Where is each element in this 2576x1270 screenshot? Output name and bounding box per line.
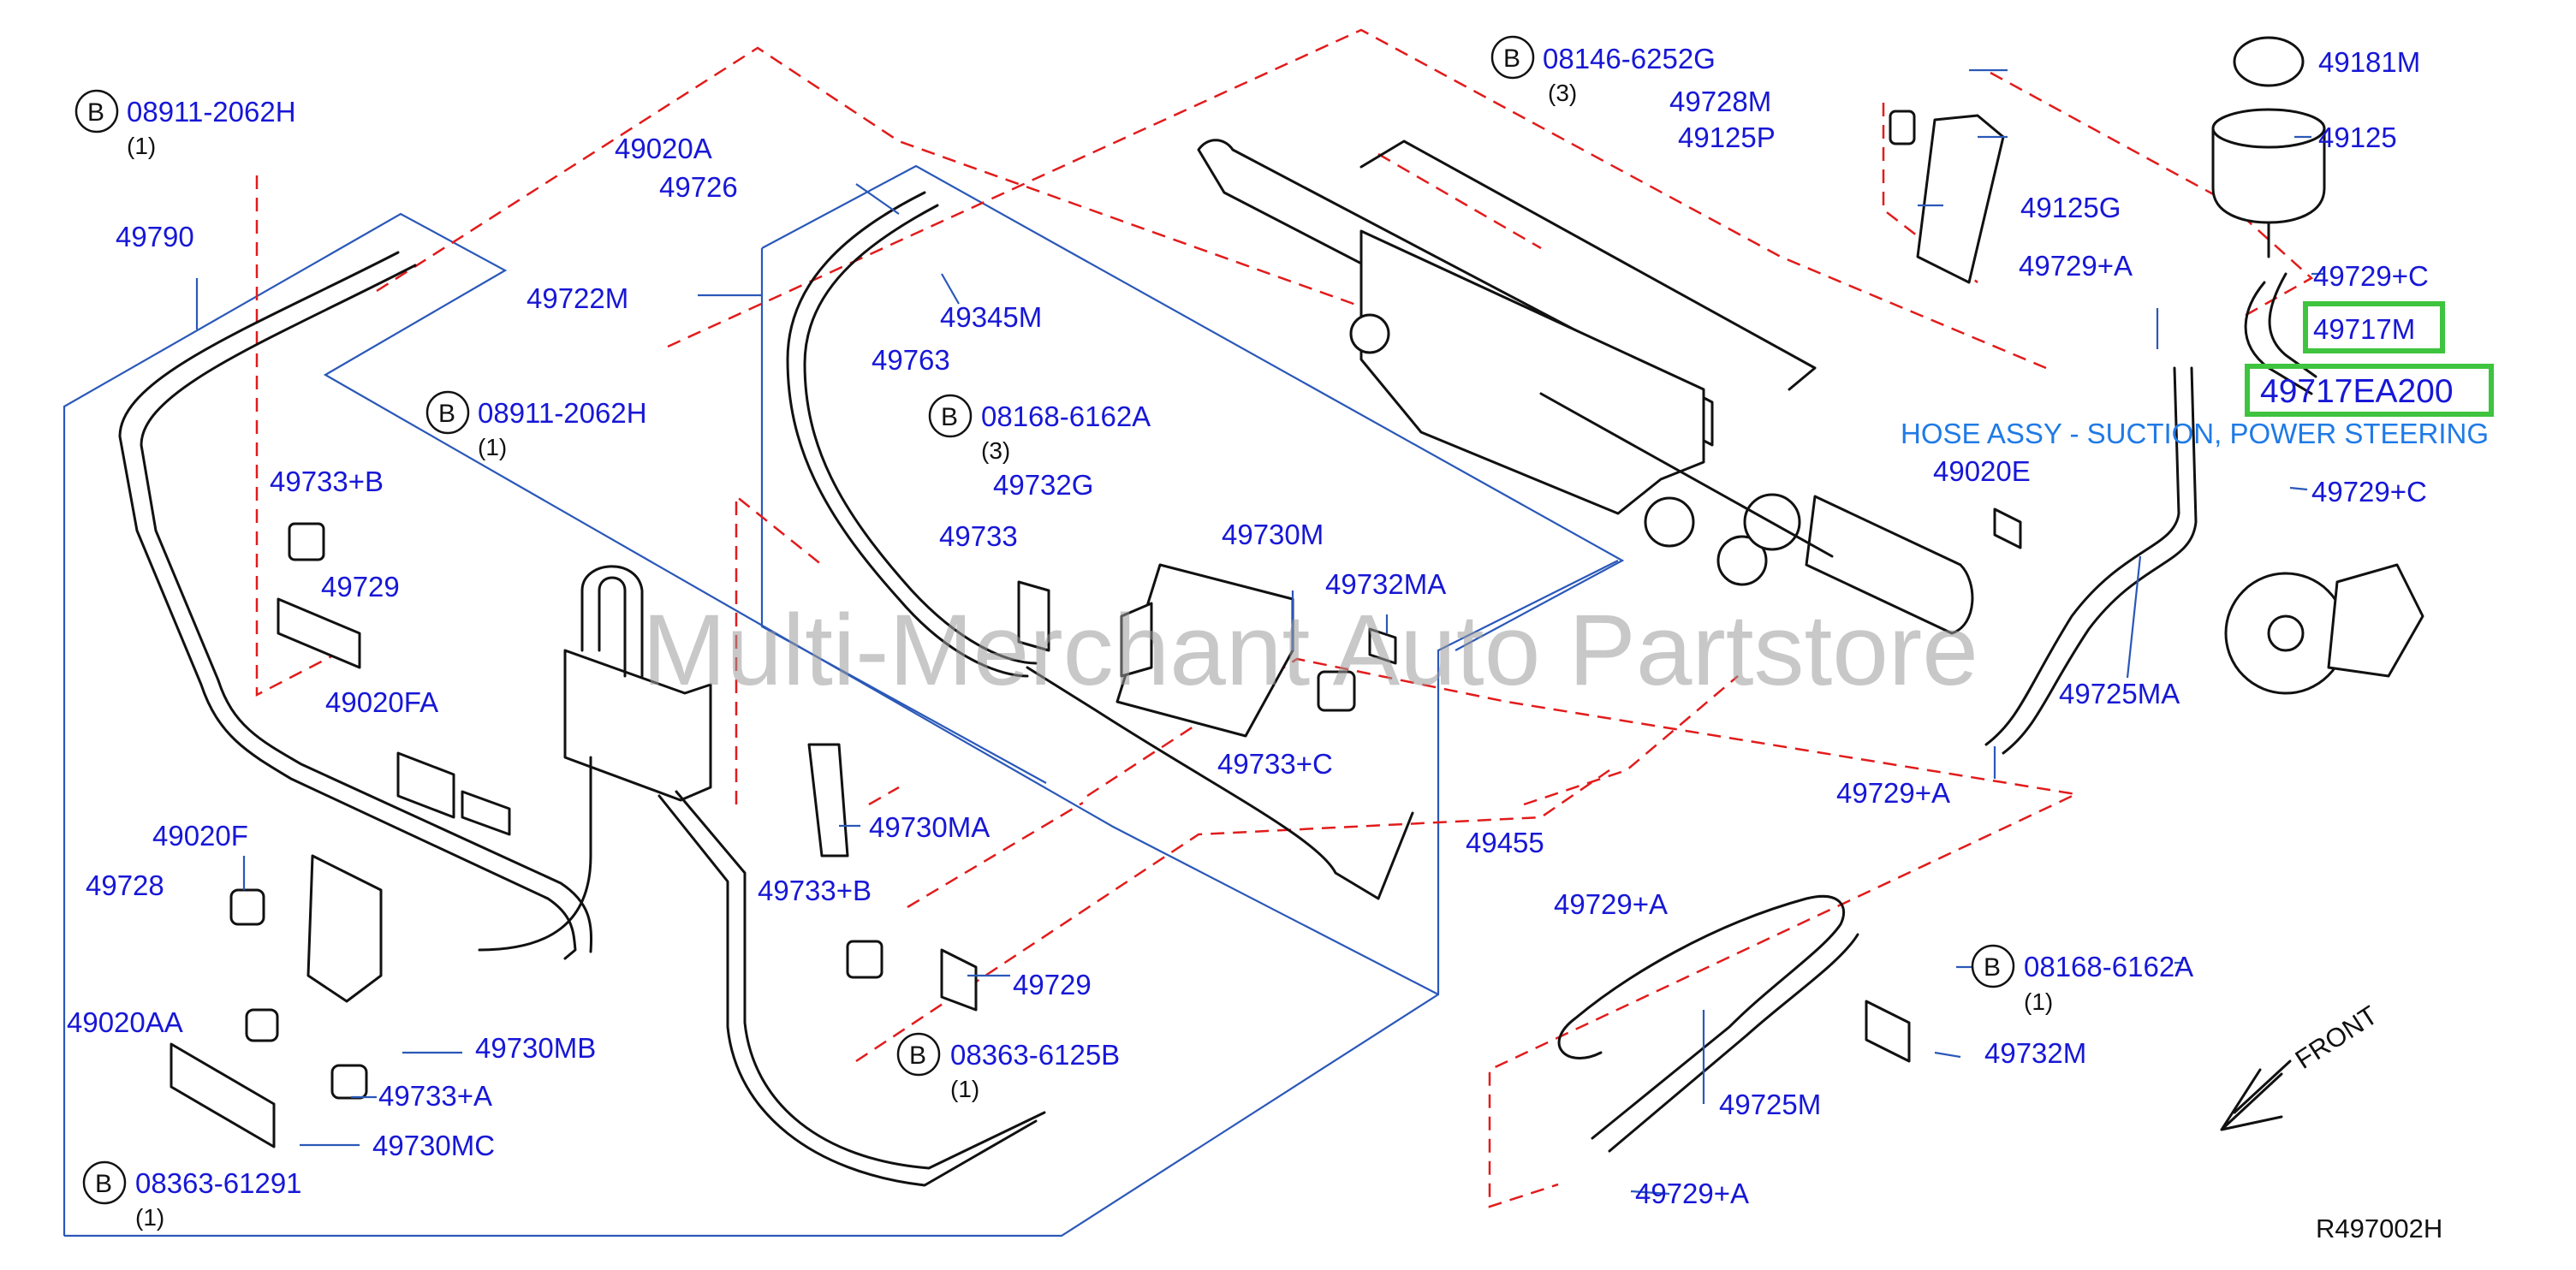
label-49455[interactable]: 49455 — [1466, 827, 1544, 858]
bolt-letter: B — [95, 1170, 112, 1198]
label-49733-B-mid[interactable]: 49733+B — [758, 875, 872, 906]
bolt-letter: B — [87, 98, 104, 127]
label-49020AA[interactable]: 49020AA — [67, 1006, 183, 1038]
label-49733[interactable]: 49733 — [939, 520, 1018, 552]
label-49020E[interactable]: 49020E — [1933, 455, 2031, 487]
highlight-box-top — [2303, 301, 2445, 353]
bolt-qty: (1) — [2024, 988, 2053, 1015]
highlight-label-49717M[interactable]: 49717M — [2313, 313, 2415, 345]
bolt-code[interactable]: 08363-61291 — [135, 1167, 302, 1199]
bolt-code[interactable]: 08168-6162A — [2024, 951, 2193, 982]
bolt-callout-4: B 08146-6252G (3) — [1490, 35, 1716, 106]
bolt-code[interactable]: 08911-2062H — [478, 397, 647, 429]
part-labels: 49790 49020A 49726 49722M 49345M 49763 4… — [67, 46, 2429, 1209]
bolt-callout-3: B 08168-6162A (3) — [928, 394, 1151, 464]
bolt-callout-6: B 08363-61291 (1) — [82, 1160, 302, 1231]
label-49725MA[interactable]: 49725MA — [2059, 678, 2180, 709]
highlight-description: HOSE ASSY - SUCTION, POWER STEERING — [1901, 418, 2489, 449]
label-49730MB[interactable]: 49730MB — [475, 1032, 596, 1064]
label-49730MA[interactable]: 49730MA — [869, 811, 990, 843]
label-49181M[interactable]: 49181M — [2318, 46, 2420, 78]
label-49729A-r2[interactable]: 49729+A — [1836, 777, 1950, 809]
label-49729A-bot2[interactable]: 49729+A — [1635, 1178, 1749, 1209]
assembly-dashes — [255, 28, 2314, 1208]
label-49730M[interactable]: 49730M — [1222, 519, 1324, 550]
return-pipe-drawing — [118, 251, 577, 960]
bolt-qty: (3) — [1548, 80, 1577, 106]
bolt-code[interactable]: 08168-6162A — [981, 401, 1151, 432]
label-49763[interactable]: 49763 — [872, 344, 950, 376]
label-49729C-2[interactable]: 49729+C — [2311, 476, 2427, 507]
pressure-hose-drawing — [786, 191, 1029, 678]
front-indicator: FRONT — [2220, 1000, 2383, 1131]
label-49732MA[interactable]: 49732MA — [1325, 568, 1446, 600]
label-49020FA[interactable]: 49020FA — [325, 686, 438, 718]
label-49729A-r1[interactable]: 49729+A — [2019, 250, 2133, 282]
label-49729A-bot1[interactable]: 49729+A — [1554, 888, 1668, 920]
label-49728M[interactable]: 49728M — [1669, 86, 1771, 117]
assembly-frames — [62, 164, 1625, 1237]
watermark: Multi-Merchant Auto Partstore — [642, 594, 1978, 707]
bolt-callout-5: B 08363-6125B (1) — [896, 1032, 1120, 1102]
bolt-qty: (1) — [135, 1204, 164, 1231]
cooler-drawing — [563, 649, 712, 802]
bracket-drawing — [1115, 563, 1294, 738]
label-49729C-1[interactable]: 49729+C — [2313, 260, 2429, 292]
parts-drawings — [118, 36, 2424, 1187]
highlight-box-part-number — [2245, 364, 2494, 417]
label-49726[interactable]: 49726 — [659, 171, 738, 203]
label-49125[interactable]: 49125 — [2318, 122, 2397, 153]
front-label: FRONT — [2290, 1000, 2383, 1075]
label-49730MC[interactable]: 49730MC — [372, 1130, 495, 1161]
label-49733-A[interactable]: 49733+A — [378, 1080, 492, 1112]
bolt-qty: (3) — [981, 437, 1010, 464]
label-49790[interactable]: 49790 — [116, 221, 194, 252]
bolt-letter: B — [941, 403, 958, 431]
bolt-qty: (1) — [478, 434, 507, 460]
label-49729-left[interactable]: 49729 — [321, 571, 400, 602]
bolt-letter: B — [438, 400, 455, 428]
label-49345M[interactable]: 49345M — [940, 301, 1042, 333]
bolt-callout-2: B 08911-2062H (1) — [425, 390, 647, 460]
bolt-callout-7: B 08168-6162A (1) — [1971, 944, 2193, 1015]
label-49732G[interactable]: 49732G — [993, 469, 1093, 501]
highlighted-part: 49717M 49717EA200 HOSE ASSY - SUCTION, P… — [1901, 301, 2494, 449]
bolt-code[interactable]: 08911-2062H — [127, 96, 296, 128]
bolt-code[interactable]: 08363-6125B — [950, 1039, 1120, 1071]
label-49725M[interactable]: 49725M — [1719, 1089, 1821, 1120]
label-49722M[interactable]: 49722M — [527, 282, 628, 314]
highlight-part-number[interactable]: 49717EA200 — [2260, 373, 2454, 410]
label-49020A[interactable]: 49020A — [615, 133, 712, 164]
label-49733-B-top[interactable]: 49733+B — [270, 466, 384, 497]
label-49020F[interactable]: 49020F — [152, 820, 248, 852]
front-arrow-icon — [2220, 1059, 2292, 1131]
label-49733-C[interactable]: 49733+C — [1217, 748, 1333, 780]
label-49125G[interactable]: 49125G — [2020, 192, 2121, 223]
diagram-reference: R497002H — [2316, 1214, 2442, 1243]
bolt-qty: (1) — [950, 1076, 979, 1102]
bolt-letter: B — [1503, 45, 1520, 73]
bolt-callout-1: B 08911-2062H (1) — [74, 89, 296, 159]
bolt-qty: (1) — [127, 133, 156, 159]
bolt-letter: B — [1984, 953, 2001, 982]
bolt-letter: B — [909, 1042, 926, 1070]
label-49728-left[interactable]: 49728 — [86, 869, 164, 901]
label-49732M[interactable]: 49732M — [1984, 1037, 2086, 1069]
label-49729-mid[interactable]: 49729 — [1013, 969, 1092, 1000]
label-49125P[interactable]: 49125P — [1678, 122, 1776, 153]
bolt-code[interactable]: 08146-6252G — [1543, 43, 1716, 74]
